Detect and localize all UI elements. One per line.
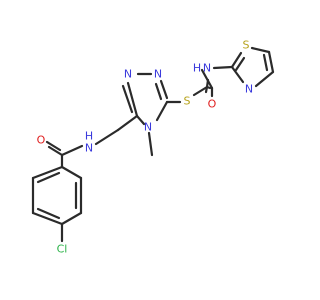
bond (135, 114, 146, 126)
thiazole-nitrogen: N (245, 83, 253, 96)
amide-right-nitrogen: N (203, 62, 211, 75)
bond (205, 85, 212, 90)
molecule-structure: N H O Cl N N N S O N H N S (31, 39, 275, 256)
bond (212, 65, 234, 70)
bond (60, 144, 84, 157)
amide-right-hydrogen: H (193, 62, 201, 75)
bond (250, 46, 271, 54)
amide-left-hydrogen: H (85, 130, 93, 143)
atom-labels: N H O Cl N N N S O N H N S (37, 39, 253, 256)
bond (31, 211, 64, 226)
bond (121, 84, 134, 114)
triazole-nitrogen-top-left: N (124, 68, 132, 81)
bond (36, 171, 61, 184)
amide-left-oxygen: O (37, 134, 46, 147)
bond (60, 165, 83, 180)
bond (159, 79, 169, 100)
bond (47, 145, 64, 157)
amide-right-oxygen: O (208, 98, 217, 111)
bond (155, 100, 169, 122)
amide-left-nitrogen: N (85, 142, 93, 155)
bond (126, 81, 139, 118)
molecule-diagram: N H O Cl N N N S O N H N S (31, 39, 275, 256)
bond (116, 114, 139, 132)
thioether-sulfur: S (184, 95, 191, 108)
bond (45, 140, 62, 152)
bonds (31, 46, 275, 243)
triazole-nitrogen-bottom: N (144, 121, 152, 134)
bond (36, 207, 61, 220)
bond (230, 65, 245, 84)
thiazole-sulfur: S (243, 39, 250, 52)
bond (147, 131, 154, 157)
bond (94, 128, 120, 146)
bond (192, 85, 209, 97)
bond (31, 165, 64, 180)
bond (200, 68, 214, 90)
bond (254, 70, 275, 88)
bond (230, 51, 243, 69)
chlorine-atom: Cl (57, 243, 68, 256)
bond (234, 56, 246, 72)
bond (60, 211, 83, 226)
bond (262, 53, 269, 72)
triazole-nitrogen-top-right: N (154, 68, 162, 81)
bond (154, 82, 163, 101)
bond (267, 50, 275, 74)
